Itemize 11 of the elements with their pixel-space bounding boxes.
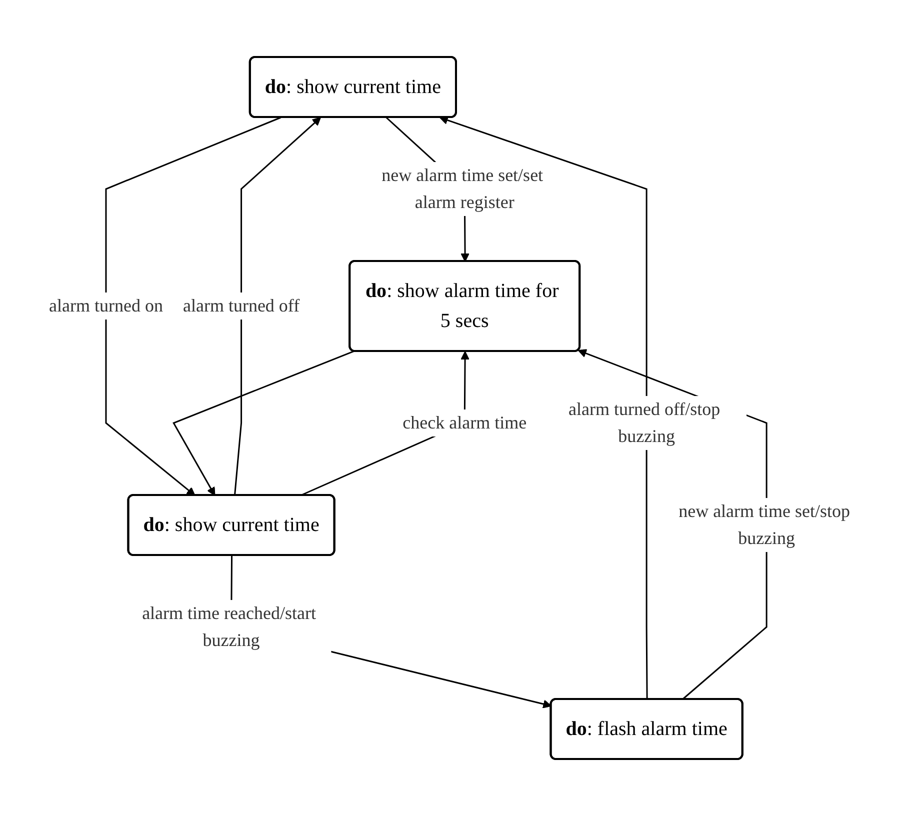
arrow [440,116,648,700]
edge-label: alarm turned off [183,296,300,316]
arrow [172,350,354,496]
edge-label: alarm turned off/stop buzzing [568,399,720,446]
arrow [105,116,282,496]
edge-label: alarm time reached/start buzzing [142,603,316,650]
edge-label: alarm turned on [49,296,164,316]
edge-label: new alarm time set/stop buzzing [678,501,850,548]
arrow [234,117,322,496]
edge-label: check alarm time [402,412,527,432]
edge-label: new alarm time set/set alarm register [382,165,544,212]
